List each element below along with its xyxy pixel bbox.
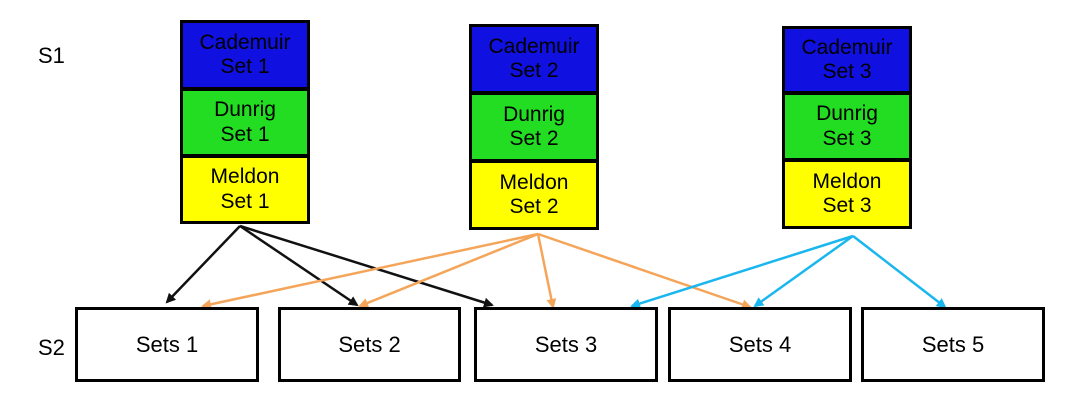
arrow-group2-to-sets1 [201,232,539,310]
cademuir-set-2-name: Cademuir [488,34,580,58]
cademuir-set-1-box: Cademuir Set 1 [180,20,310,90]
row-label-s1: S1 [38,43,65,68]
meldon-set-3-name: Meldon [812,169,882,193]
arrow-group3-to-sets3 [630,234,854,309]
cademuir-set-2-label: Set 2 [509,59,559,82]
sets-3-box: Sets 3 [474,307,658,382]
sets-4-label: Sets 4 [728,331,792,357]
sets-3-label: Sets 3 [534,331,598,357]
dunrig-set-2-name: Dunrig [503,102,565,126]
sets-5-label: Sets 5 [921,331,985,357]
arrow-group1-to-sets1 [165,225,241,304]
cademuir-set-3-box: Cademuir Set 3 [782,26,912,94]
cademuir-set-1-name: Cademuir [199,30,291,54]
meldon-set-1-label: Set 1 [220,189,270,213]
arrow-group2-to-sets4 [537,232,752,310]
dunrig-set-3-box: Dunrig Set 3 [782,92,912,161]
sets-2-label: Sets 2 [338,331,401,357]
dunrig-set-1-label: Set 1 [220,122,270,146]
meldon-set-2-box: Meldon Set 2 [469,160,599,230]
sets-4-box: Sets 4 [668,307,852,382]
meldon-set-3-box: Meldon Set 3 [782,159,912,229]
dunrig-set-2-box: Dunrig Set 2 [469,92,599,162]
dunrig-set-3-name: Dunrig [816,102,878,126]
meldon-set-1-name: Meldon [210,165,280,189]
arrow-group1-to-sets3 [239,224,494,308]
meldon-set-1-box: Meldon Set 1 [180,155,310,224]
meldon-set-2-name: Meldon [499,170,569,194]
cademuir-set-3-name: Cademuir [801,35,893,59]
arrow-group3-to-sets5 [852,235,947,309]
row-label-s2: S2 [38,335,65,360]
dunrig-set-1-name: Dunrig [214,98,276,122]
arrow-group2-to-sets2 [358,232,539,308]
arrow-group3-to-sets4 [753,234,854,308]
dunrig-set-1-box: Dunrig Set 1 [180,88,310,157]
meldon-set-2-label: Set 2 [509,195,559,218]
dunrig-set-2-label: Set 2 [509,127,559,150]
sets-1-box: Sets 1 [75,307,259,382]
meldon-set-3-label: Set 3 [822,194,872,217]
sets-2-box: Sets 2 [278,307,461,382]
arrow-group2-to-sets3 [536,233,557,309]
cademuir-set-2-box: Cademuir Set 2 [469,24,599,94]
cademuir-set-3-label: Set 3 [822,60,872,83]
dunrig-set-3-label: Set 3 [822,126,872,150]
sets-5-box: Sets 5 [861,307,1045,382]
arrow-group1-to-sets2 [239,224,359,307]
sets-1-label: Sets 1 [135,331,199,357]
cademuir-set-1-label: Set 1 [220,55,270,78]
